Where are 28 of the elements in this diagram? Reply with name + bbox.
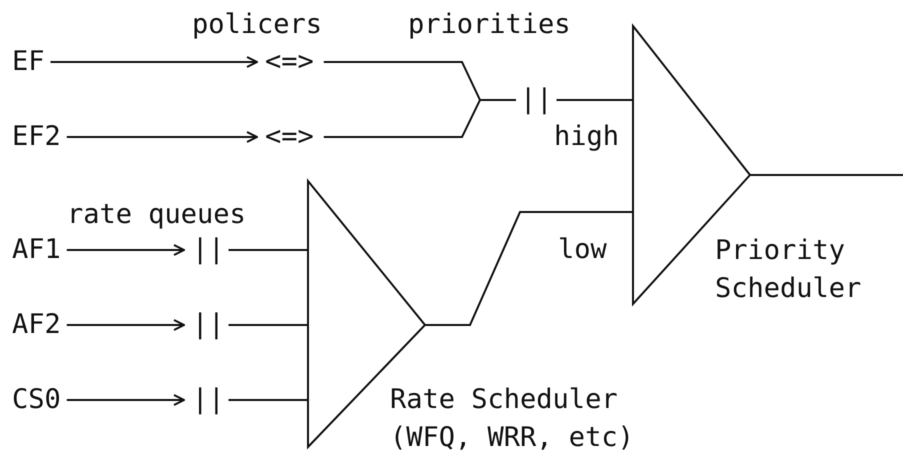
connector-line [228,249,308,251]
class-label: EF2 [12,120,61,154]
column-heading: policers [192,8,322,42]
arrow [66,244,185,256]
class-label: CS0 [12,383,61,417]
queue-symbol: || [192,308,225,342]
connector-line [324,99,516,138]
column-heading: rate queues [67,198,246,232]
queue-symbol: || [520,83,553,117]
arrow [66,394,185,406]
class-label: AF2 [12,308,61,342]
class-label: AF1 [12,233,61,267]
connector-line [228,324,308,326]
connector-line [556,99,633,101]
scheduler-caption: Rate Scheduler (WFQ, WRR, etc) [390,383,635,454]
connector-line [750,174,903,176]
connector-line [228,399,308,401]
queue-symbol: || [192,233,225,267]
queue-symbol: || [192,383,225,417]
policer-symbol: <=> [265,120,314,154]
policer-symbol: <=> [265,45,314,79]
column-heading: priorities [408,8,571,42]
arrow [66,319,185,331]
arrow [50,56,258,68]
connector-line [425,211,633,326]
scheduler-caption: Priority Scheduler [715,234,862,306]
arrow [66,131,258,143]
class-label: EF [12,45,45,79]
